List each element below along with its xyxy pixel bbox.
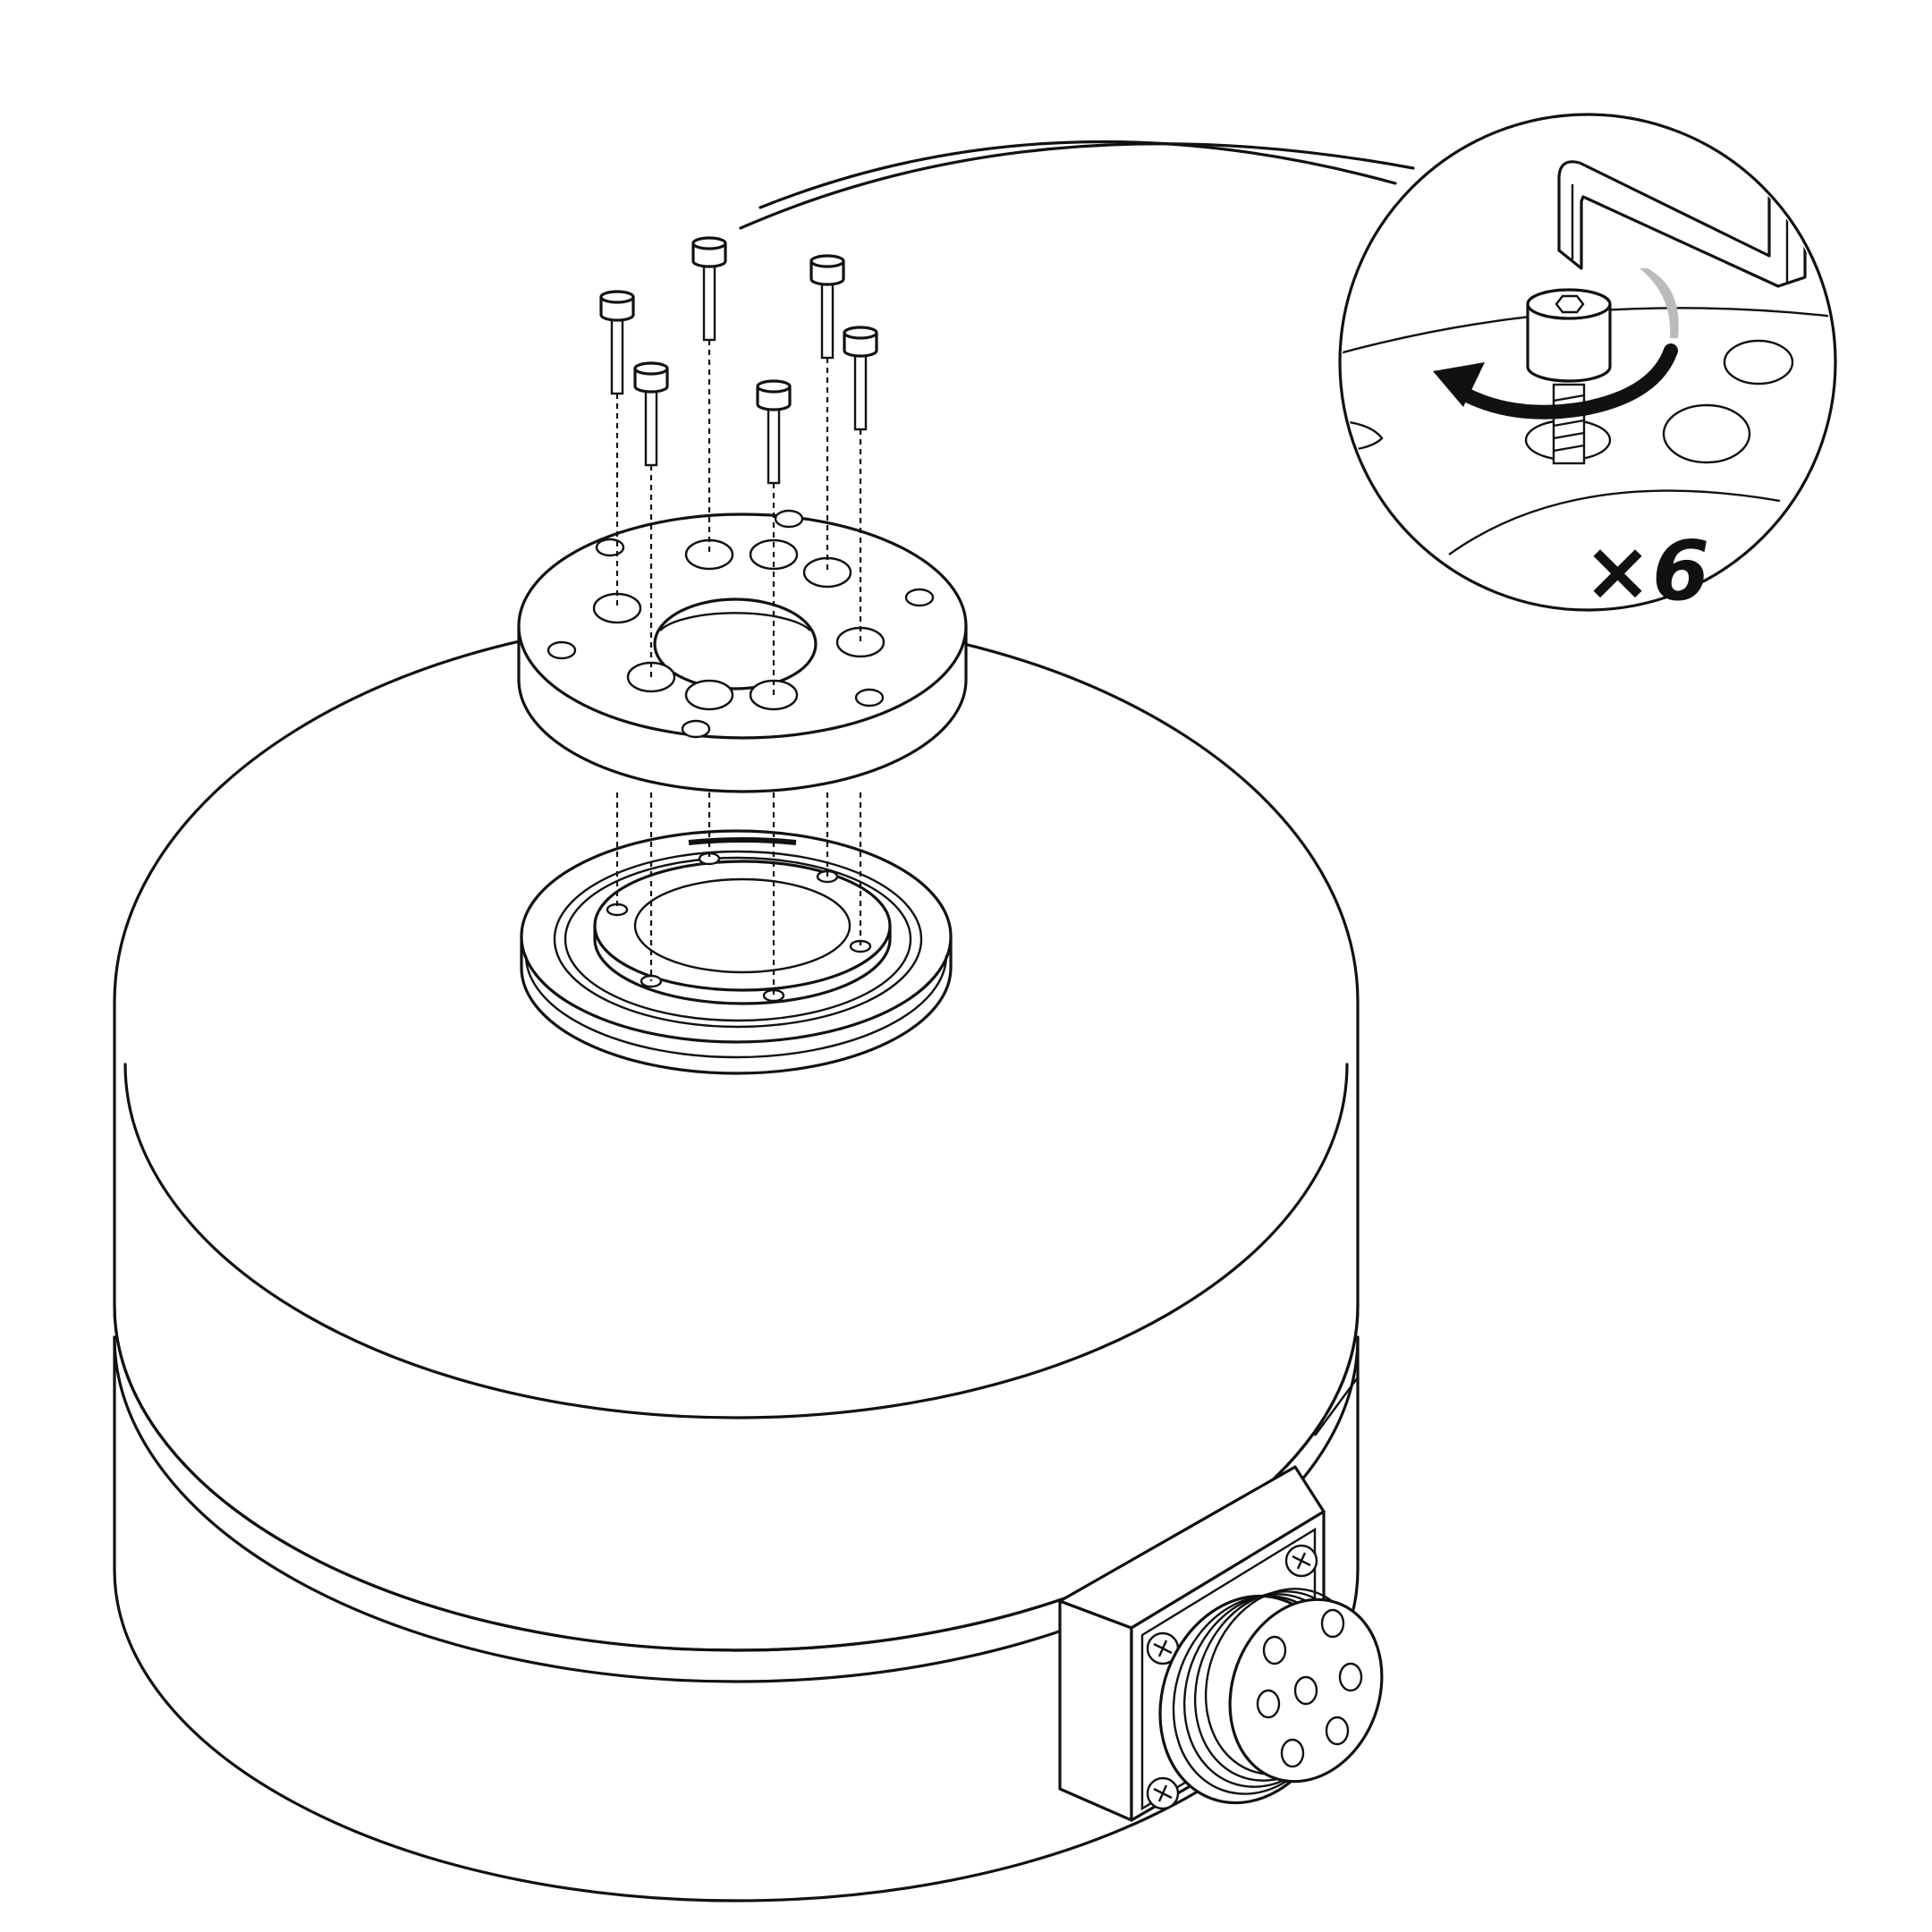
hex-socket-cap-screw-icon <box>809 254 845 360</box>
quantity-label: ×6 <box>1583 523 1709 619</box>
rotation-ghost <box>1640 268 1679 338</box>
flange-center-bore <box>653 597 818 691</box>
flange-small-hole <box>774 509 804 529</box>
circular-connector-icon <box>1158 1588 1384 1805</box>
counterclockwise-arrow-icon <box>1433 343 1678 419</box>
connector-pin <box>1320 1608 1345 1639</box>
flange-small-hole <box>681 719 711 739</box>
connector-pin <box>1262 1635 1287 1665</box>
flange-small-hole <box>854 688 885 708</box>
adapter-flange <box>517 509 968 793</box>
flange-screw-hole <box>835 626 886 658</box>
phillips-screw-icon <box>1146 1776 1180 1810</box>
hex-socket-cap-screw-icon <box>633 361 669 467</box>
callout-surface-hole <box>1662 403 1751 464</box>
alignment-guides-upper <box>615 340 862 695</box>
output-bearing <box>520 829 953 1075</box>
callout-leader <box>739 142 1415 230</box>
connector-pin <box>1338 1662 1363 1692</box>
housing-bevel <box>1314 1377 1359 1436</box>
housing-seam-line <box>113 1304 1360 1652</box>
flange-dowel-hole <box>684 679 734 711</box>
flange-small-hole <box>547 640 577 660</box>
connector-pin <box>1293 1675 1318 1706</box>
screws <box>599 236 878 485</box>
flange-screw-hole <box>684 538 734 571</box>
screw-thread <box>1552 383 1586 465</box>
flange-screw-hole <box>592 592 642 624</box>
connector-boss-body <box>1058 1599 1133 1822</box>
hex-socket-cap-screw-icon <box>756 379 792 485</box>
alignment-guides-lower <box>615 792 862 996</box>
hex-socket-cap-screw-icon <box>843 326 878 431</box>
detail-callout: ×6 <box>739 113 1837 619</box>
connector-pin <box>1280 1738 1305 1768</box>
phillips-screw-icon <box>1146 1631 1180 1665</box>
callout-surface-hole <box>1723 339 1794 386</box>
housing-top-edge <box>123 1063 1349 1419</box>
phillips-screw-icon <box>1284 1544 1318 1578</box>
connector-pin <box>1256 1689 1281 1719</box>
connector-pin <box>1325 1716 1350 1746</box>
flange-small-hole <box>904 588 935 607</box>
hex-socket-cap-screw-icon <box>599 290 635 395</box>
flange-screw-hole <box>802 556 852 589</box>
actuator-housing <box>113 615 1360 1902</box>
flange-small-hole <box>595 538 625 557</box>
connector-boss <box>1058 1465 1384 1822</box>
hex-socket-cap-screw-icon <box>691 236 727 342</box>
hex-socket-cap-screw-icon <box>1526 288 1612 383</box>
